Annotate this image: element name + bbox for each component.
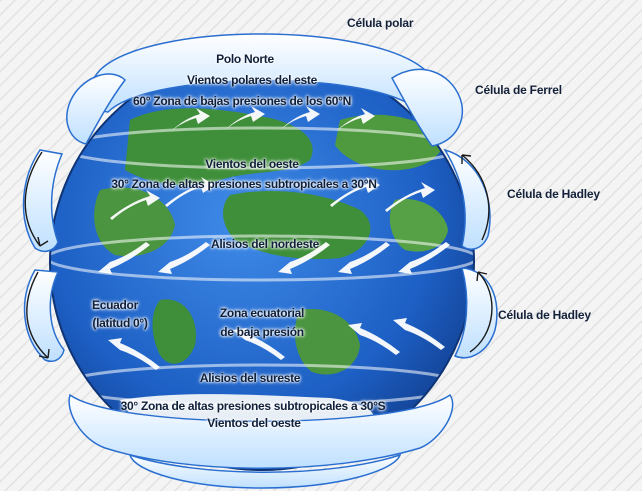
southeast-trades-label: Alisios del sureste <box>199 371 301 385</box>
north-pole-label: Polo Norte <box>216 52 274 66</box>
hadley-cell-north-label: Célula de Hadley <box>507 187 600 201</box>
high-pressure-30s-label: 30° Zona de altas presiones subtropicale… <box>120 399 386 413</box>
westerlies-north-label: Vientos del oeste <box>205 157 299 171</box>
ferrel-cell-right <box>391 68 464 147</box>
hadley-cell-south-label: Célula de Hadley <box>498 308 591 322</box>
hadley-cell-south-left <box>23 269 65 362</box>
ferrel-cell-left <box>66 73 127 145</box>
cell-flow-arrows <box>24 151 493 359</box>
hadley-cell-south-right <box>453 267 498 359</box>
trade-winds-north-arrows <box>98 242 450 274</box>
equator-label: Ecuador <box>92 298 138 312</box>
circulation-cells <box>22 33 498 489</box>
equatorial-zone-label: Zona ecuatorial <box>219 306 305 320</box>
trade-winds-south-arrows <box>108 318 445 370</box>
polar-cell-south <box>128 453 402 489</box>
westerlies-south-label: Vientos del oeste <box>207 416 301 430</box>
polar-cell-label: Célula polar <box>347 16 414 30</box>
hadley-cell-north-left <box>22 149 64 253</box>
ferrel-cell-south <box>68 393 454 469</box>
wind-arrows <box>98 106 450 370</box>
high-pressure-30n-label: 30° Zona de altas presiones subtropicale… <box>111 177 377 191</box>
westerlies-north-arrows <box>110 106 435 220</box>
latitude-zero-label: (latitud 0°) <box>92 316 148 330</box>
ferrel-cell-label: Célula de Ferrel <box>475 83 562 97</box>
low-pressure-60n-label: 60° Zona de bajas presiones de los 60°N <box>133 94 351 108</box>
polar-easterlies-label: Vientos polares del este <box>187 73 317 87</box>
northeast-trades-label: Alisios del nordeste <box>210 237 320 251</box>
hadley-cell-north-right <box>443 148 491 250</box>
low-pressure-label: de baja presión <box>220 325 304 339</box>
